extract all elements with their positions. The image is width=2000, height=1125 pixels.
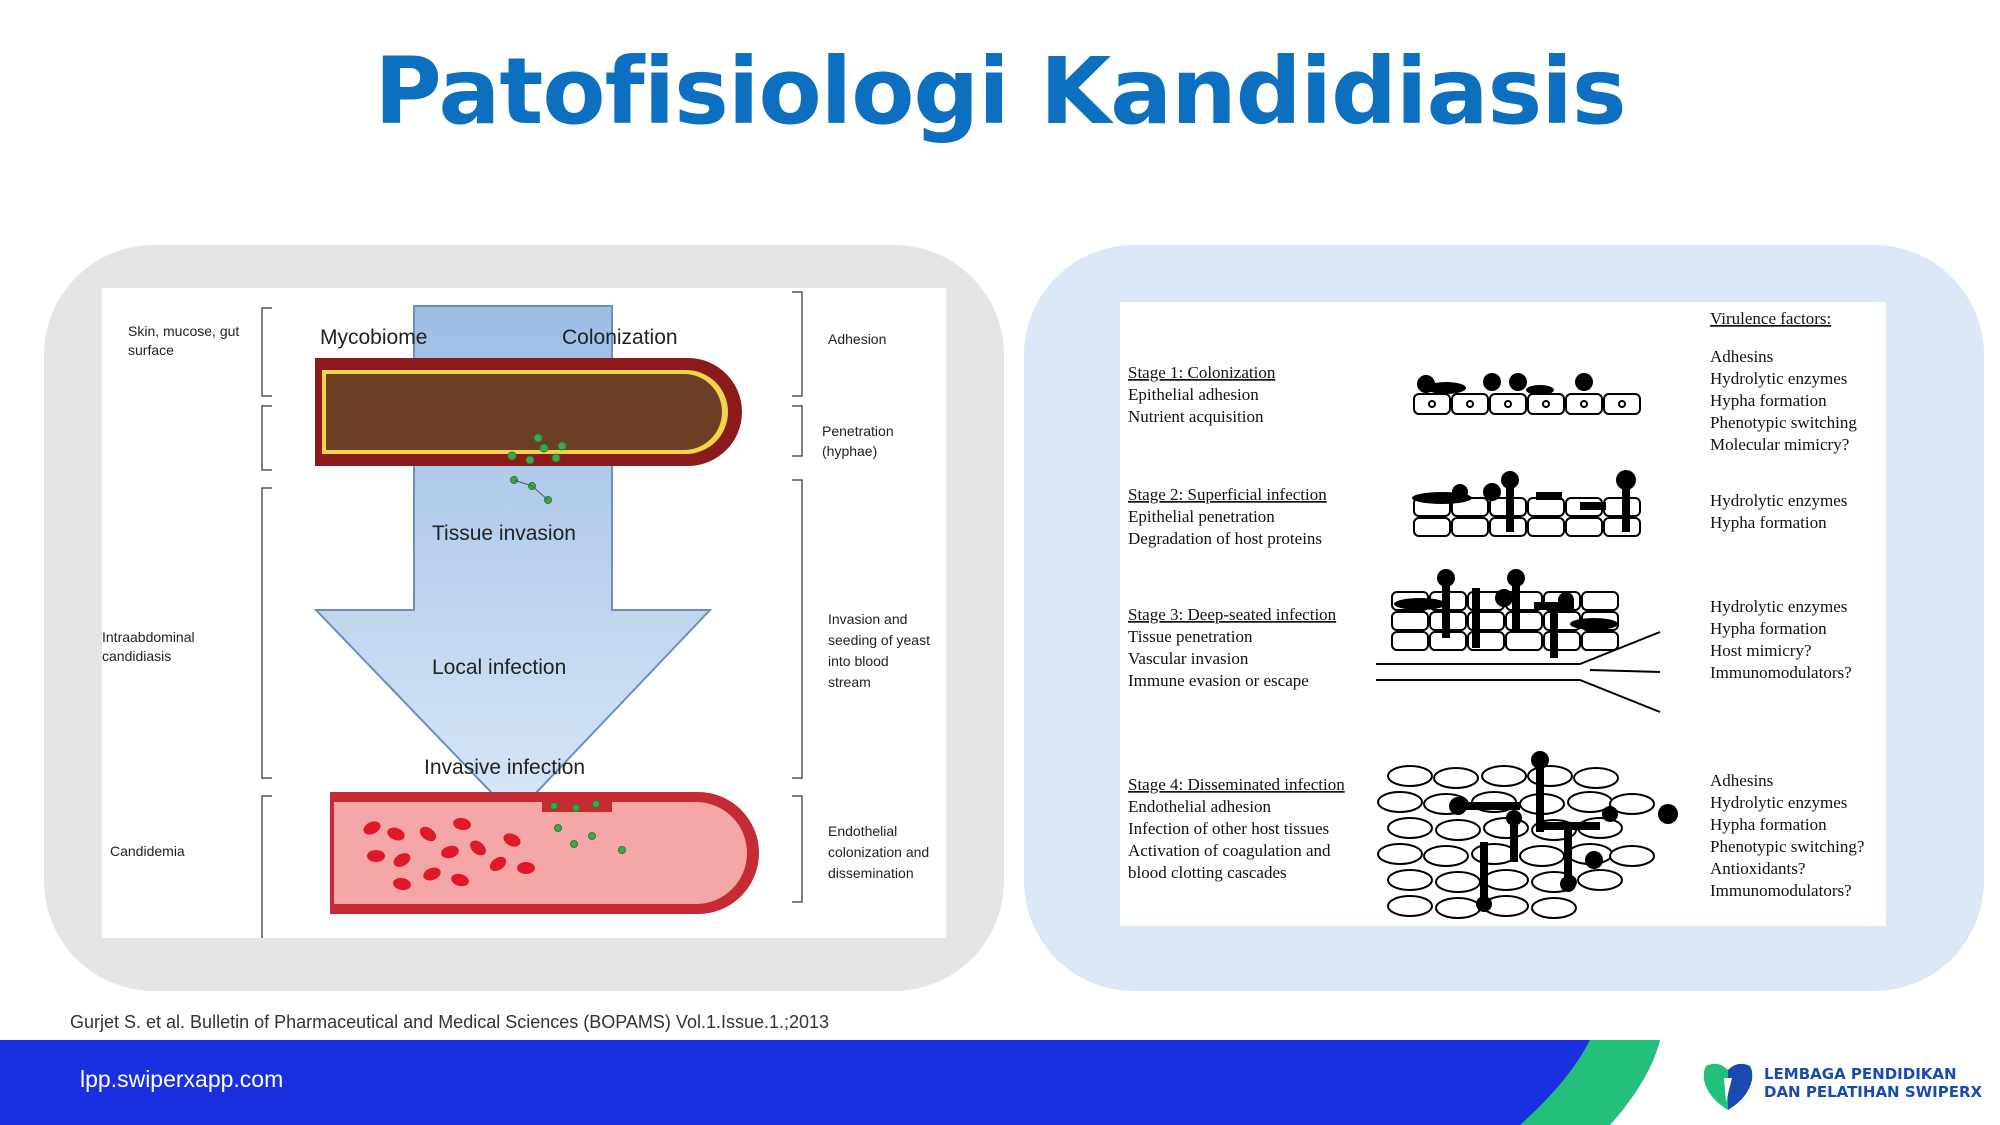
label-endothelial-1: Endothelial (828, 823, 897, 839)
slide-title: Patofisiologi Kandidiasis (374, 38, 1626, 145)
stage3-illustration (1376, 569, 1661, 713)
stage4-title: Stage 4: Disseminated infection (1128, 775, 1345, 794)
label-endothelial-2: colonization and (828, 844, 929, 860)
label-candidemia: Candidemia (110, 843, 185, 859)
stage1-illustration (1413, 373, 1641, 415)
s3-factor3: Host mimicry? (1710, 641, 1812, 660)
s4-factor2: Hydrolytic enzymes (1710, 793, 1847, 812)
stage4-illustration (1377, 751, 1678, 919)
s4-factor1: Adhesins (1710, 771, 1773, 790)
s3-factor2: Hypha formation (1710, 619, 1827, 638)
stage4-line2: Infection of other host tissues (1128, 819, 1329, 838)
logo-line2: DAN PELATIHAN SWIPERX (1764, 1083, 1983, 1101)
stage2-line1: Epithelial penetration (1128, 507, 1275, 526)
logo-text: LEMBAGA PENDIDIKAN DAN PELATIHAN SWIPERX (1764, 1065, 1982, 1101)
label-tissue-invasion: Tissue invasion (432, 522, 576, 545)
s4-factor6: Immunomodulators? (1710, 881, 1852, 900)
label-adhesion: Adhesion (828, 331, 886, 347)
s1-factor4: Phenotypic switching (1710, 413, 1857, 432)
label-penetration-2: (hyphae) (822, 443, 877, 459)
s3-factor4: Immunomodulators? (1710, 663, 1852, 682)
stage2-title: Stage 2: Superficial infection (1128, 485, 1327, 504)
s1-factor3: Hypha formation (1710, 391, 1827, 410)
stage3-line3: Immune evasion or escape (1128, 671, 1309, 690)
virulence-header: Virulence factors: (1710, 309, 1831, 328)
s2-factor1: Hydrolytic enzymes (1710, 491, 1847, 510)
s4-factor5: Antioxidants? (1710, 859, 1805, 878)
label-skin-1: Skin, mucose, gut (128, 323, 239, 339)
footer-accent (1520, 1040, 2000, 1125)
label-mycobiome: Mycobiome (320, 326, 427, 349)
stage3-line1: Tissue penetration (1128, 627, 1253, 646)
s2-factor2: Hypha formation (1710, 513, 1827, 532)
label-invasion-4: stream (828, 674, 871, 690)
red-blood-cells (363, 817, 535, 891)
s4-factor4: Phenotypic switching? (1710, 837, 1864, 856)
s1-factor2: Hydrolytic enzymes (1710, 369, 1847, 388)
label-endothelial-3: dissemination (828, 865, 914, 881)
candidiasis-progression-diagram: Skin, mucose, gut surface Intraabdominal… (102, 288, 946, 938)
s1-factor1: Adhesins (1710, 347, 1773, 366)
stage4-line4: blood clotting cascades (1128, 863, 1287, 882)
stage3-line2: Vascular invasion (1128, 649, 1249, 668)
left-brackets (261, 307, 272, 938)
stage2-illustration (1412, 470, 1641, 537)
label-intraabdominal-1: Intraabdominal (102, 629, 195, 645)
logo-line1: LEMBAGA PENDIDIKAN (1764, 1065, 1957, 1083)
blood-vessel (330, 792, 759, 914)
label-invasion-1: Invasion and (828, 611, 907, 627)
virulence-stages-diagram: Stage 1: Colonization Epithelial adhesio… (1120, 302, 1886, 926)
green-yeast-bottom (542, 800, 626, 854)
label-local-infection: Local infection (432, 656, 566, 679)
stage1-line1: Epithelial adhesion (1128, 385, 1259, 404)
gut-vessel (315, 358, 743, 466)
s4-factor3: Hypha formation (1710, 815, 1827, 834)
stage1-line2: Nutrient acquisition (1128, 407, 1264, 426)
label-invasion-3: into blood (828, 653, 889, 669)
stage2-line2: Degradation of host proteins (1128, 529, 1322, 548)
right-brackets (792, 291, 803, 903)
label-invasive-infection: Invasive infection (424, 756, 585, 779)
stage1-title: Stage 1: Colonization (1128, 363, 1276, 382)
label-penetration-1: Penetration (822, 423, 894, 439)
label-invasion-2: seeding of yeast (828, 632, 930, 648)
s1-factor5: Molecular mimicry? (1710, 435, 1849, 454)
label-skin-2: surface (128, 342, 174, 358)
stage4-line3: Activation of coagulation and (1128, 841, 1331, 860)
swiperx-logo-icon (1703, 1063, 1753, 1110)
stage4-line1: Endothelial adhesion (1128, 797, 1272, 816)
footer-url[interactable]: lpp.swiperxapp.com (80, 1066, 284, 1092)
citation: Gurjet S. et al. Bulletin of Pharmaceuti… (70, 1012, 830, 1032)
s3-factor1: Hydrolytic enzymes (1710, 597, 1847, 616)
label-intraabdominal-2: candidiasis (102, 648, 171, 664)
stage3-title: Stage 3: Deep-seated infection (1128, 605, 1337, 624)
label-colonization: Colonization (562, 326, 678, 349)
green-yeast-top (507, 433, 567, 504)
